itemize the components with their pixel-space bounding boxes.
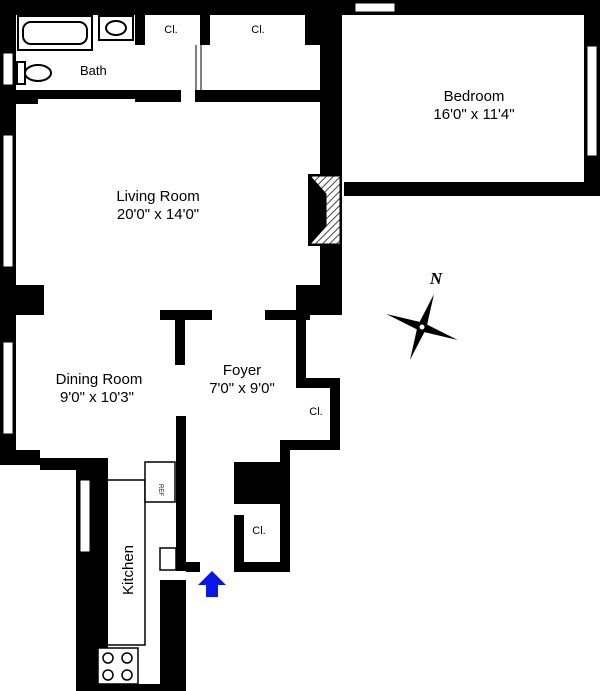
kitchen-counter bbox=[108, 461, 177, 646]
sink bbox=[98, 15, 134, 41]
bedroom-name: Bedroom bbox=[444, 88, 505, 105]
windows bbox=[2, 2, 598, 553]
dining-room-size: 9'0" x 10'3" bbox=[60, 389, 134, 406]
stove bbox=[97, 647, 139, 685]
arrow-up-icon bbox=[198, 571, 226, 597]
bedroom-size: 16'0" x 11'4" bbox=[433, 106, 514, 123]
toilet bbox=[16, 61, 52, 85]
closet-label-top-right: Cl. bbox=[251, 24, 264, 36]
foyer-name: Foyer bbox=[223, 362, 261, 379]
bath-name: Bath bbox=[80, 63, 107, 78]
compass-rose bbox=[386, 294, 458, 360]
closet-label-top-left: Cl. bbox=[164, 24, 177, 36]
dining-room-name: Dining Room bbox=[56, 371, 143, 388]
living-room-size: 20'0" x 14'0" bbox=[117, 206, 199, 223]
bathtub bbox=[17, 15, 93, 51]
living-room-name: Living Room bbox=[116, 188, 199, 205]
closet-label-lower: Cl. bbox=[252, 525, 265, 537]
kitchen-name: Kitchen bbox=[120, 545, 137, 595]
foyer-size: 7'0" x 9'0" bbox=[209, 380, 275, 397]
fireplace bbox=[308, 175, 341, 245]
compass-north-label: N bbox=[429, 269, 443, 288]
refrigerator-label: REF bbox=[157, 484, 163, 496]
closet-label-foyer: Cl. bbox=[309, 406, 322, 418]
